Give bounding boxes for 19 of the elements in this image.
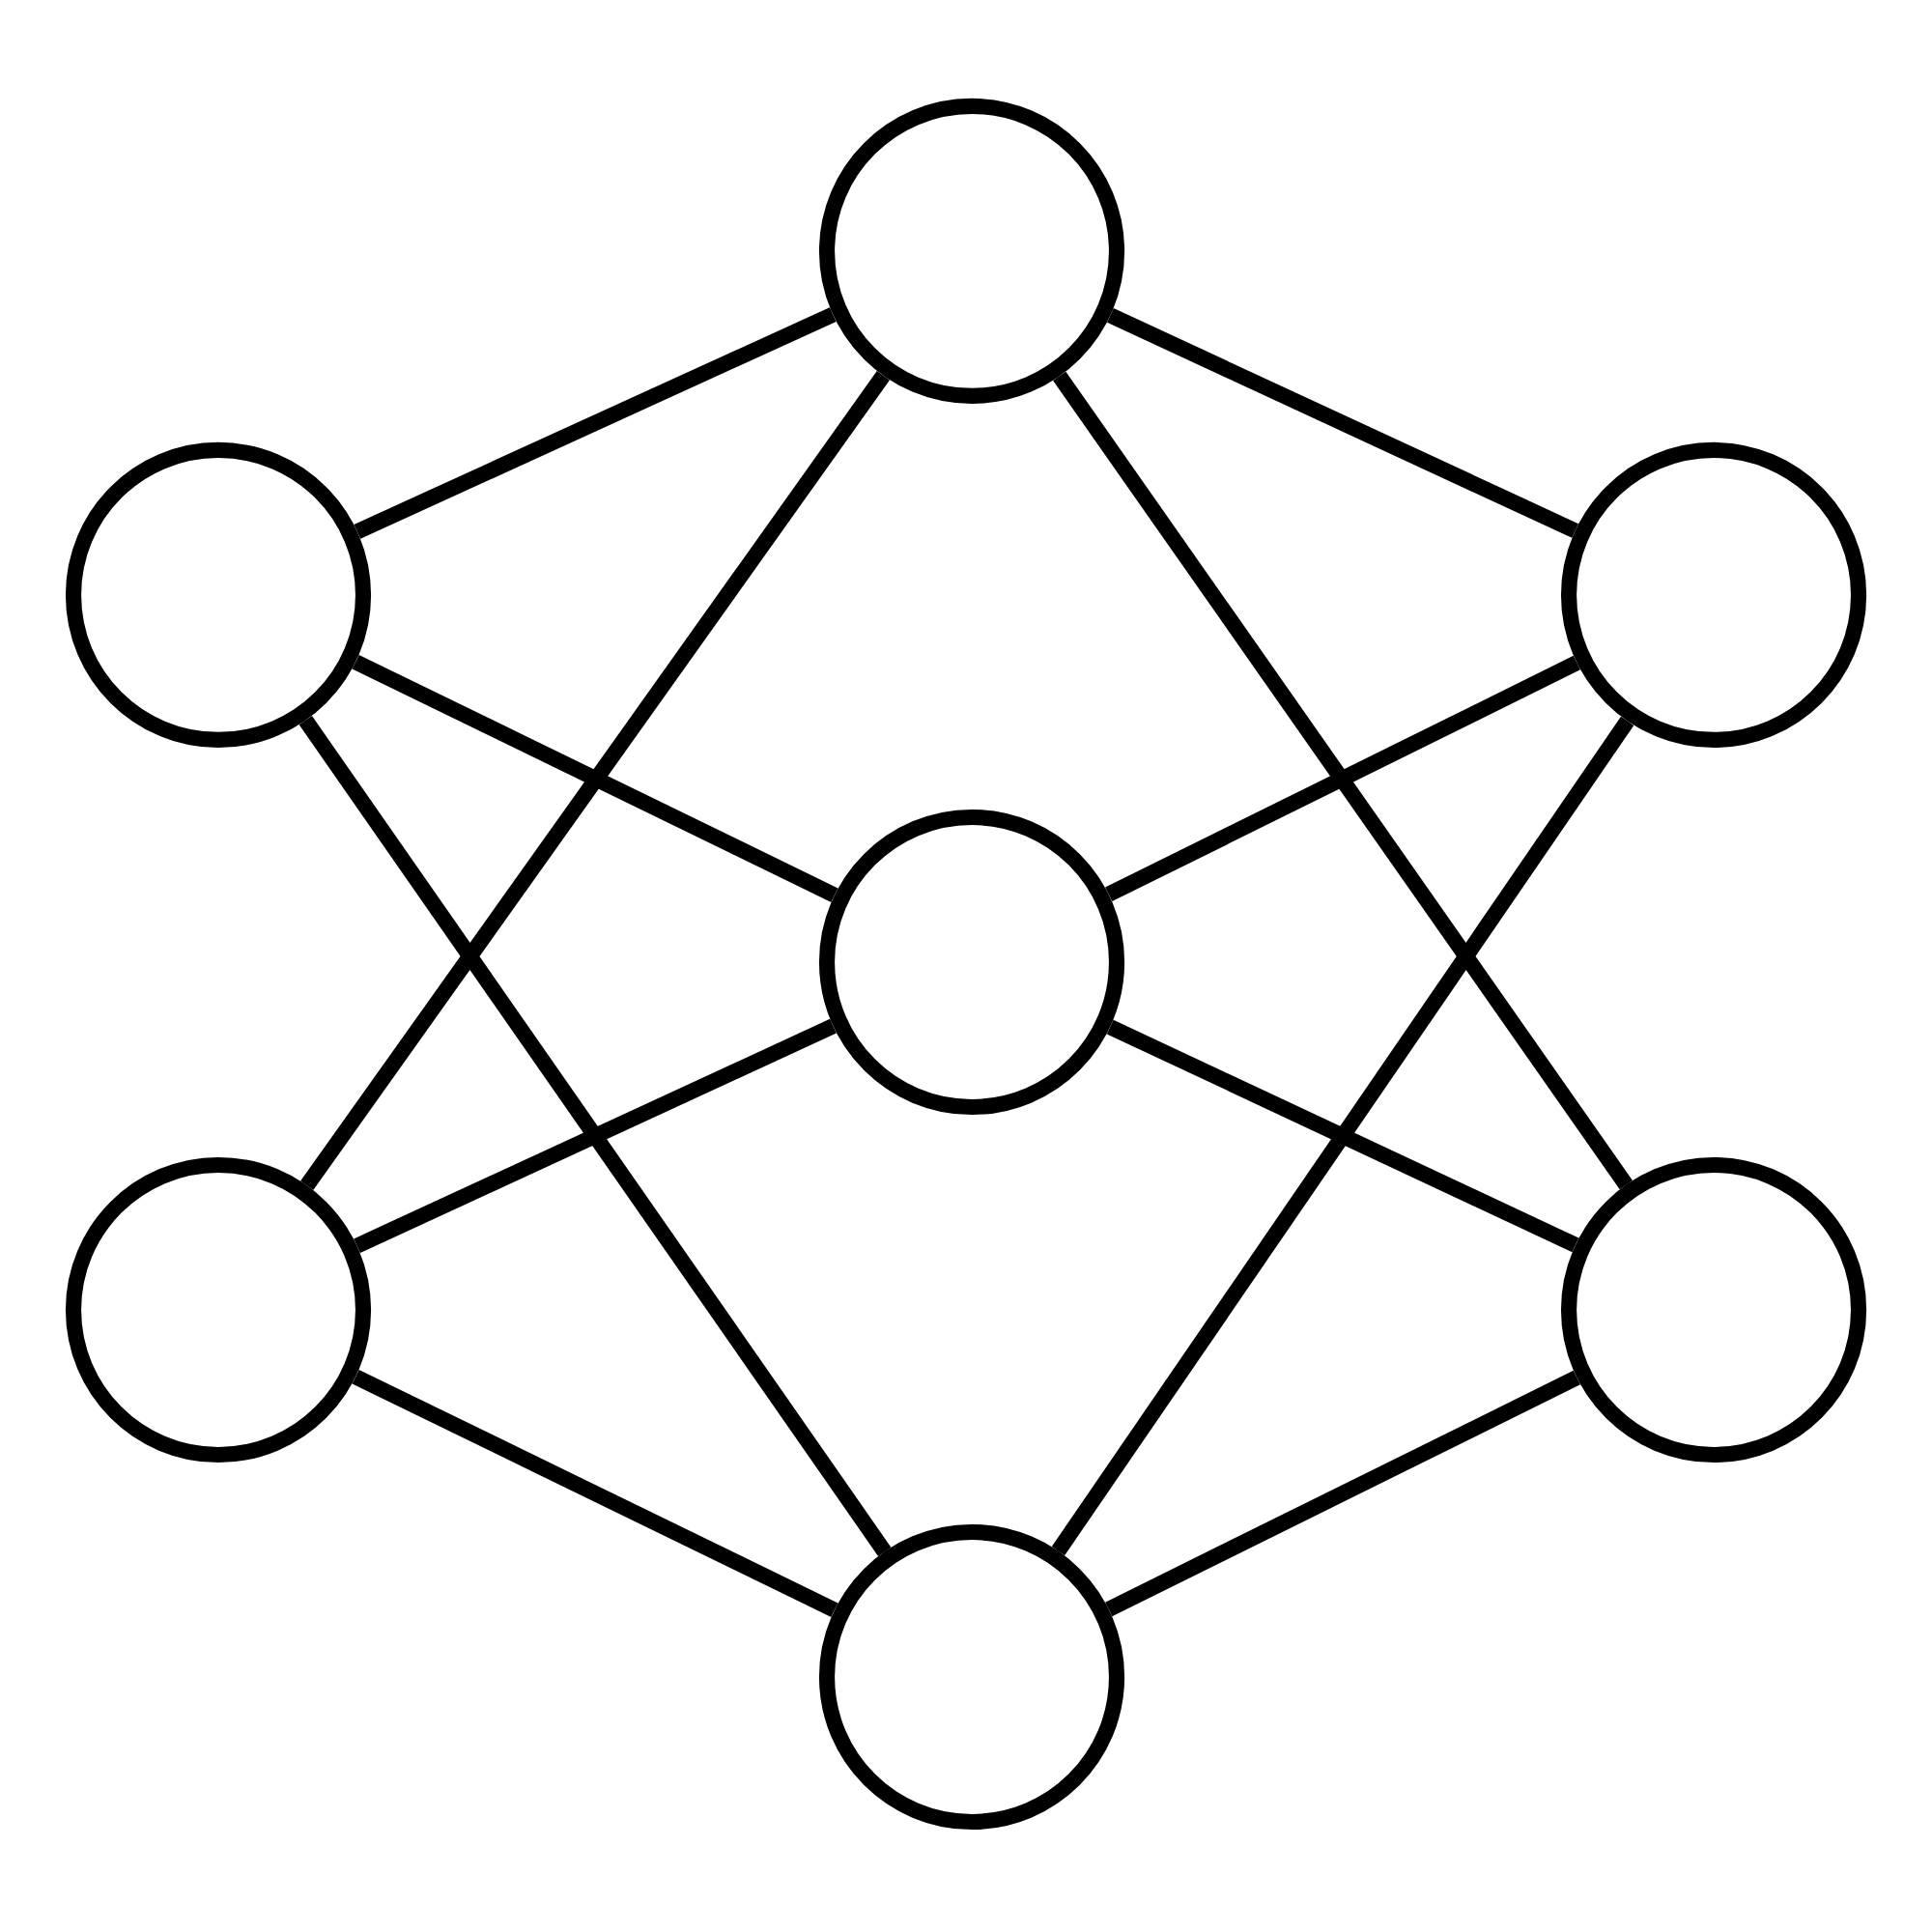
- connector-line: [1105, 655, 1580, 902]
- connector-line: [1053, 371, 1633, 1190]
- connector-line: [1107, 308, 1579, 538]
- connector-line: [352, 654, 838, 902]
- network-node-circle: [818, 809, 1125, 1116]
- network-node-circle: [65, 441, 372, 749]
- connector-line: [354, 307, 837, 539]
- network-node-circle: [1560, 441, 1867, 749]
- connector-line: [354, 1018, 837, 1254]
- connector-line: [300, 371, 890, 1190]
- network-node-circle: [1560, 1156, 1867, 1463]
- connector-line: [1106, 1019, 1579, 1253]
- connector-line: [298, 716, 892, 1556]
- connector-line: [1105, 1370, 1580, 1617]
- network-node-circle: [65, 1156, 372, 1463]
- connector-line: [352, 1369, 838, 1618]
- network-node-circle: [818, 1523, 1125, 1831]
- connector-line: [1051, 716, 1634, 1556]
- network-node-circle: [818, 98, 1125, 405]
